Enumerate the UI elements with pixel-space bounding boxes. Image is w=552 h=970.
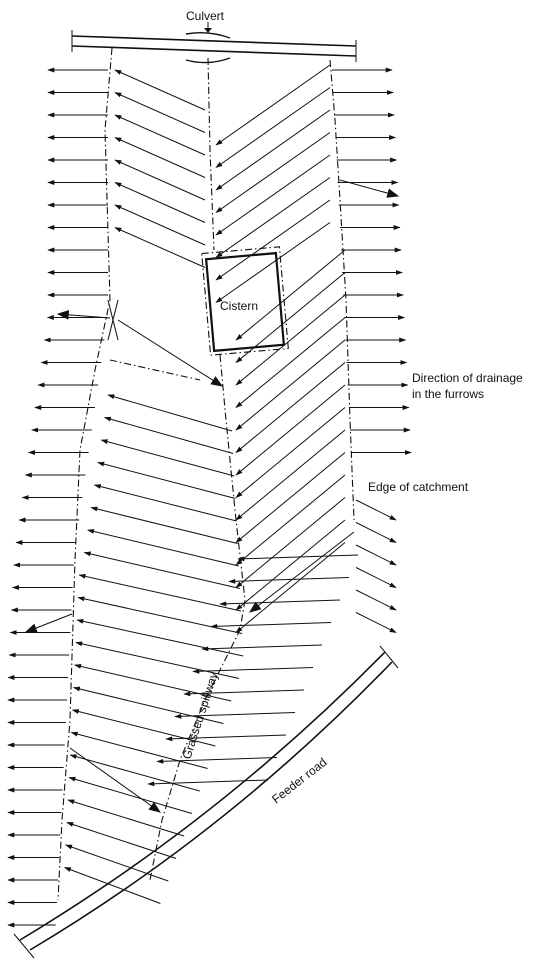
edge-of-catchment-label: Edge of catchment bbox=[368, 480, 469, 494]
drainage-label-line2: in the furrows bbox=[412, 387, 484, 401]
top-road bbox=[71, 30, 357, 62]
furrow-arrow bbox=[235, 452, 346, 543]
furrow-arrow bbox=[192, 667, 314, 674]
furrow-arrow bbox=[70, 731, 208, 769]
furrow-arrow bbox=[215, 222, 331, 303]
furrow-arrow bbox=[355, 612, 397, 633]
furrow-arrow bbox=[74, 664, 232, 702]
furrow-arrow bbox=[77, 596, 243, 634]
furrow-arrow bbox=[114, 114, 206, 156]
furrow-arrow bbox=[228, 577, 350, 584]
furrow-arrow bbox=[235, 317, 346, 408]
furrow-arrow bbox=[63, 867, 161, 904]
furrow-arrow bbox=[219, 599, 341, 607]
furrow-arrow bbox=[68, 776, 193, 814]
furrow-arrow bbox=[355, 522, 397, 543]
furrow-arrow bbox=[235, 542, 346, 633]
furrow-arrow bbox=[235, 519, 346, 611]
furrow-arrow bbox=[114, 137, 206, 178]
furrow-arrow bbox=[201, 644, 323, 652]
furrow-arrow bbox=[235, 429, 346, 521]
furrow-arrow bbox=[69, 754, 200, 792]
furrow-arrow bbox=[215, 64, 331, 146]
furrow-arrow bbox=[72, 686, 224, 724]
furrow-arrow bbox=[235, 362, 346, 453]
furrow-arrow bbox=[235, 474, 346, 566]
furrow-arrow bbox=[355, 589, 397, 611]
furrow-arrow bbox=[87, 529, 239, 567]
furrow-arrow bbox=[237, 554, 359, 562]
furrow-arrow bbox=[76, 618, 244, 657]
furrow-arrow bbox=[215, 199, 331, 281]
furrow-arrow bbox=[174, 712, 296, 719]
furrow-arrow bbox=[114, 159, 206, 201]
furrow-arrow bbox=[215, 87, 331, 168]
furrow-arrow bbox=[355, 544, 397, 566]
furrow-arrow bbox=[215, 154, 331, 236]
furrow-arrow bbox=[97, 461, 236, 499]
furrow-arrow bbox=[114, 92, 206, 133]
furrow-arrow bbox=[114, 182, 206, 223]
furrow-arrow bbox=[114, 69, 206, 111]
furrow-arrow bbox=[75, 641, 240, 679]
furrow-arrow bbox=[235, 339, 346, 431]
left-crossing bbox=[107, 299, 119, 341]
furrow-arrow bbox=[71, 709, 216, 747]
furrow-arrow bbox=[215, 177, 331, 258]
furrow-arrow bbox=[355, 499, 397, 521]
furrow-arrow bbox=[235, 407, 346, 498]
furrow-arrow bbox=[78, 573, 242, 612]
culvert-symbol bbox=[185, 22, 231, 64]
furrow-arrow bbox=[210, 622, 332, 629]
main-flow-arrows bbox=[24, 179, 400, 813]
furrow-arrow bbox=[235, 294, 346, 386]
furrow-arrow bbox=[114, 204, 206, 246]
furrow-arrow bbox=[65, 844, 169, 882]
furrow-arrow bbox=[67, 799, 185, 837]
furrow-arrow bbox=[66, 822, 177, 859]
feeder-road bbox=[13, 645, 399, 959]
furrow-arrow bbox=[90, 506, 238, 544]
furrow-arrow bbox=[215, 132, 331, 213]
furrow-arrow bbox=[215, 109, 331, 191]
furrow-arrow bbox=[235, 497, 346, 588]
culvert-label: Culvert bbox=[186, 9, 225, 23]
furrow-arrow bbox=[165, 734, 287, 742]
furrow-arrow bbox=[235, 249, 346, 341]
furrow-arrow bbox=[114, 227, 206, 268]
furrow-arrow bbox=[100, 439, 235, 477]
furrow-arrow bbox=[107, 394, 233, 432]
furrow-arrow bbox=[355, 567, 397, 588]
feeder-road-label: Feeder road bbox=[269, 755, 329, 806]
furrow-arrow bbox=[93, 484, 237, 522]
furrow-arrow bbox=[235, 384, 346, 476]
furrow-arrow bbox=[147, 779, 269, 787]
furrow-arrow bbox=[83, 551, 240, 589]
furrow-arrow bbox=[183, 689, 305, 697]
drainage-label-line1: Direction of drainage bbox=[412, 371, 523, 385]
furrow-arrow bbox=[103, 416, 234, 454]
furrow-arrow bbox=[235, 272, 346, 363]
furrow-arrow bbox=[156, 757, 278, 764]
furrow-arrows bbox=[7, 64, 412, 928]
cistern-structure bbox=[201, 246, 289, 356]
cistern-label: Cistern bbox=[220, 299, 258, 313]
